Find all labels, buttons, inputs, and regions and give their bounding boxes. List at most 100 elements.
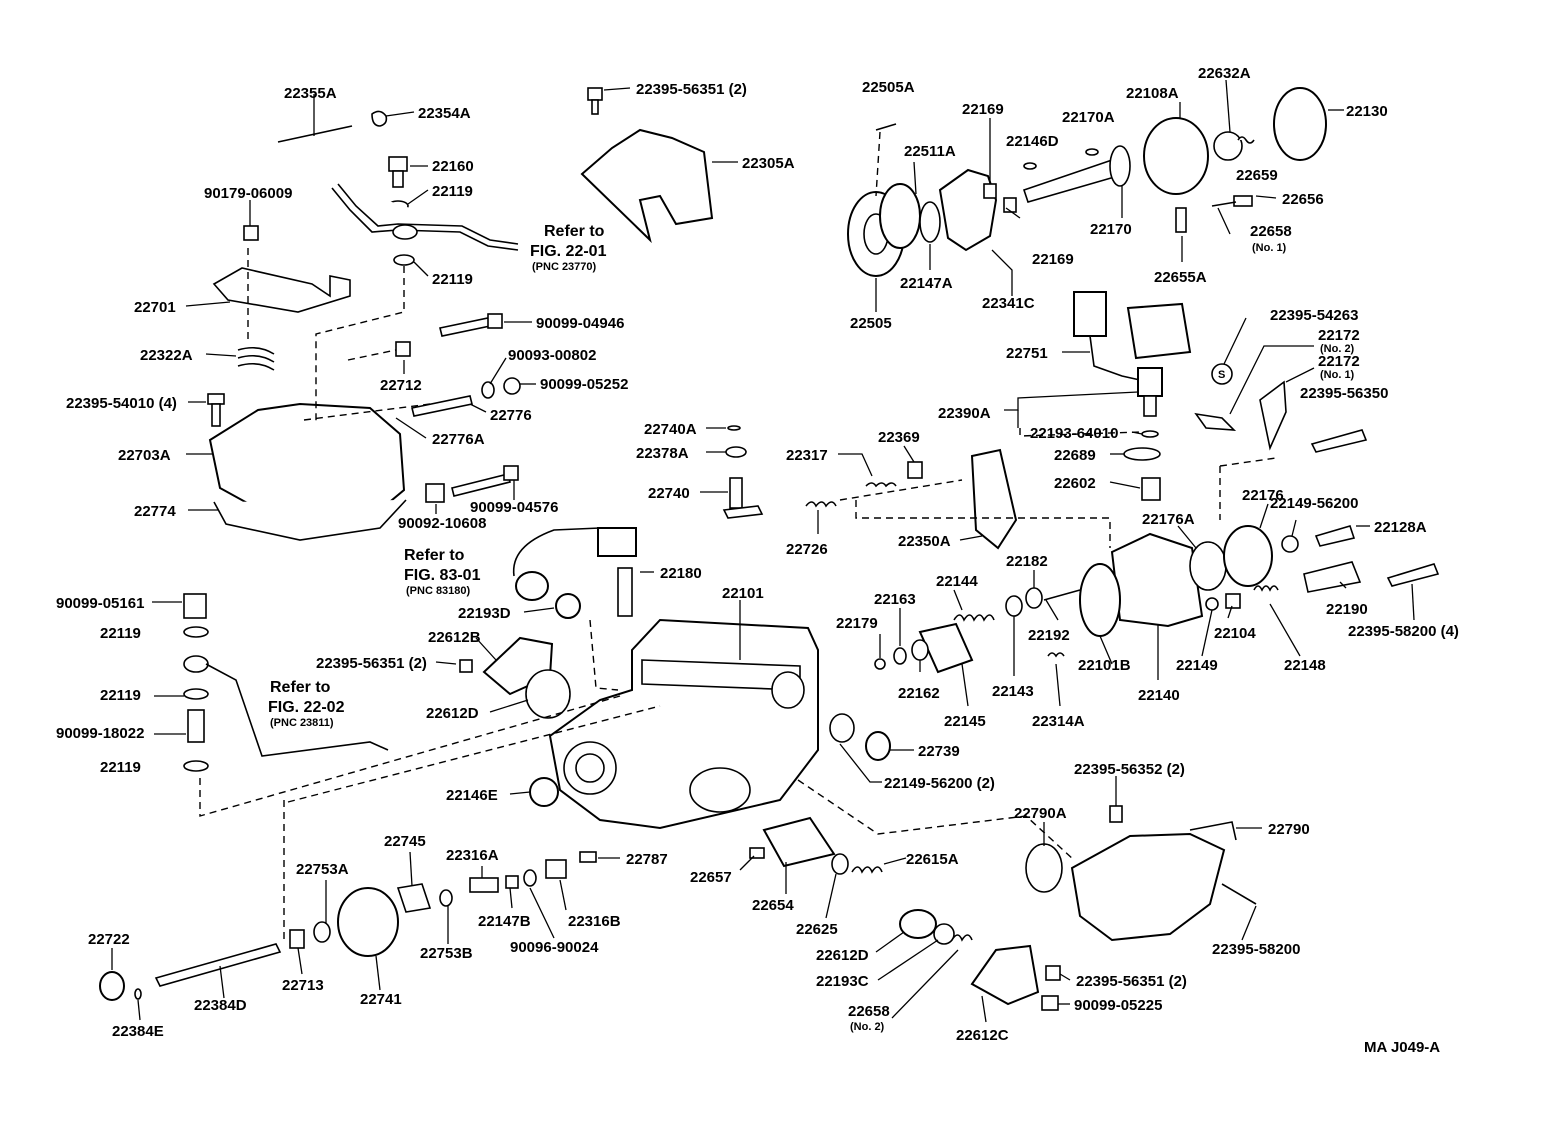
nut-90099-05225: [1041, 995, 1059, 1011]
label-22657: 22657: [690, 869, 732, 886]
label-22119-e: 22119: [100, 759, 141, 776]
ref-22-01-line2: FIG. 22-01: [530, 243, 607, 260]
key-22169-a: [983, 183, 997, 199]
spring-22658-no2: [951, 934, 973, 942]
label-22104: 22104: [1214, 625, 1256, 642]
sleeve-22654: [762, 816, 836, 868]
label-22322A: 22322A: [140, 347, 193, 364]
cap-22354A: [371, 110, 388, 127]
plunger-22101B: [1079, 563, 1121, 637]
label-22774: 22774: [134, 503, 176, 520]
seal-22147A: [919, 201, 941, 243]
ref-22-01-pnc: (PNC 23770): [532, 261, 597, 273]
part-drawings: [99, 87, 1440, 1011]
label-22740: 22740: [648, 485, 690, 502]
bolt-22160-shank: [392, 170, 404, 188]
label-22355A: 22355A: [284, 85, 337, 102]
bolt-90099-04946: [439, 317, 491, 337]
pin-22655A: [1175, 207, 1187, 233]
label-22776: 22776: [490, 407, 532, 424]
label-22790A: 22790A: [1014, 805, 1067, 822]
label-22369: 22369: [878, 429, 920, 446]
label-22316A: 22316A: [446, 847, 499, 864]
label-22751: 22751: [1006, 345, 1048, 362]
label-22625: 22625: [796, 921, 838, 938]
label-22119-d: 22119: [100, 687, 141, 704]
label-22101: 22101: [722, 585, 764, 602]
label-22511A: 22511A: [904, 143, 956, 160]
label-22101B: 22101B: [1078, 657, 1131, 674]
label-22395-56351-mid: 22395-56351 (2): [316, 655, 427, 672]
label-22192: 22192: [1028, 627, 1070, 644]
label-22180: 22180: [660, 565, 702, 582]
label-22689: 22689: [1054, 447, 1096, 464]
pipe-fig-22-02: [205, 663, 389, 757]
gasket-22774: [213, 499, 407, 541]
label-22739: 22739: [918, 743, 960, 760]
bolt-22395-56350: [1310, 429, 1368, 453]
nut-90099-05252: [503, 377, 521, 395]
valve-22176: [1223, 525, 1273, 587]
oring-22612D-b: [899, 909, 937, 939]
label-90092-10608: 90092-10608: [398, 515, 486, 532]
lever-bracket-22305A: [580, 128, 714, 244]
label-22146D: 22146D: [1006, 133, 1059, 150]
label-22182: 22182: [1006, 553, 1048, 570]
ref-22-02-line2: FIG. 22-02: [268, 699, 345, 716]
label-22378A: 22378A: [636, 445, 689, 462]
label-22612C: 22612C: [956, 1027, 1009, 1044]
washer-22119-c: [183, 626, 209, 638]
washer-22143: [1005, 595, 1023, 617]
label-22148: 22148: [1284, 657, 1326, 674]
washer-22753B: [439, 889, 453, 907]
label-22193-64010: 22193-64010: [1030, 425, 1118, 442]
label-22703A: 22703A: [118, 447, 171, 464]
pin-22316A: [469, 877, 499, 893]
washer-22119-e: [183, 760, 209, 772]
label-22316B: 22316B: [568, 913, 621, 930]
figure-code: MA J049-A: [1364, 1039, 1440, 1056]
label-22612D-b: 22612D: [816, 947, 869, 964]
label-22745: 22745: [384, 833, 426, 850]
label-22395-54010-4: 22395-54010 (4): [66, 395, 177, 412]
label-22149-56200-2: 22149-56200 (2): [884, 775, 995, 792]
spring-22615A: [851, 866, 883, 874]
label-22790: 22790: [1268, 821, 1310, 838]
ring-22182: [1025, 587, 1043, 609]
bolt-22395-58200: [1221, 883, 1257, 905]
part-22656: [1233, 195, 1253, 207]
seal-22147B: [505, 875, 519, 889]
label-22108A: 22108A: [1126, 85, 1179, 102]
screw-22776: [411, 395, 473, 417]
valve-22180: [617, 567, 633, 617]
label-22726: 22726: [786, 541, 828, 558]
label-90099-04576: 90099-04576: [470, 499, 558, 516]
s-mark: S: [1218, 369, 1225, 381]
sensor-body: [515, 571, 549, 601]
screw-22369: [907, 461, 923, 479]
connector-22751: [1073, 291, 1107, 337]
label-22658-no1-note: (No. 1): [1252, 242, 1287, 254]
label-22354A: 22354A: [418, 105, 471, 122]
ref-22-02-line1: Refer to: [270, 679, 331, 696]
label-22172-no1-note: (No. 1): [1320, 369, 1355, 381]
pin-22657: [749, 847, 765, 859]
label-22145: 22145: [944, 713, 986, 730]
spring-22144: [953, 614, 995, 622]
label-22317: 22317: [786, 447, 828, 464]
figure-reference-83-01: Refer to FIG. 83-01 (PNC 83180): [404, 547, 481, 597]
label-22179: 22179: [836, 615, 878, 632]
label-22612D: 22612D: [426, 705, 479, 722]
hub-22511A: [879, 183, 921, 249]
plug-22739: [865, 731, 891, 761]
label-22169-a: 22169: [962, 101, 1004, 118]
label-90096-90024: 90096-90024: [510, 939, 599, 956]
label-22143: 22143: [992, 683, 1034, 700]
label-22146E: 22146E: [446, 787, 498, 804]
washer-22119-d: [183, 688, 209, 700]
spring-22317: [865, 482, 897, 488]
plug-22128A: [1314, 525, 1356, 547]
label-22190: 22190: [1326, 601, 1368, 618]
label-90099-18022: 90099-18022: [56, 725, 144, 742]
clip-22384E: [134, 988, 142, 1000]
